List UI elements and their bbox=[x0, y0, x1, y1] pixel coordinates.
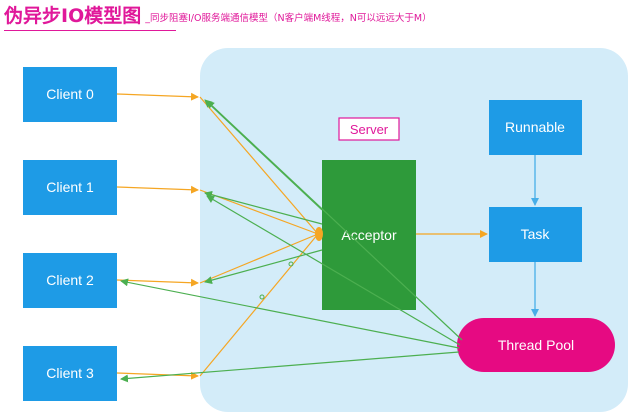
acceptor: Acceptor bbox=[322, 160, 416, 310]
request-line-3-acceptor bbox=[199, 233, 319, 377]
task: Task bbox=[489, 207, 582, 262]
task-label: Task bbox=[521, 226, 551, 242]
client-2-label: Client 2 bbox=[46, 272, 94, 288]
title: 伪异步IO模型图 _同步阻塞I/O服务端通信模型（N客户端M线程，N可以远远大于… bbox=[4, 4, 432, 28]
runnable: Runnable bbox=[489, 100, 582, 155]
acceptor-input-port bbox=[315, 227, 323, 241]
request-arrow-client-1 bbox=[116, 185, 199, 194]
runnable-label: Runnable bbox=[505, 119, 565, 135]
thread-pool: Thread Pool bbox=[457, 318, 615, 372]
title-underline bbox=[4, 30, 176, 31]
server-label-box bbox=[338, 117, 400, 141]
title-main: 伪异步IO模型图 bbox=[4, 5, 142, 27]
response-arrow-acceptor-0 bbox=[204, 99, 323, 211]
line-crossing-marker bbox=[259, 294, 265, 300]
client-0-label: Client 0 bbox=[46, 86, 94, 102]
response-arrow-acceptor-1 bbox=[204, 190, 323, 225]
client-3-label: Client 3 bbox=[46, 365, 94, 381]
client-0: Client 0 bbox=[23, 67, 117, 122]
request-arrow-client-2 bbox=[116, 278, 199, 287]
title-subtitle: _同步阻塞I/O服务端通信模型（N客户端M线程，N可以远远大于M） bbox=[145, 13, 432, 24]
client-1-label: Client 1 bbox=[46, 179, 94, 195]
line-crossing-marker bbox=[288, 261, 294, 267]
client-3: Client 3 bbox=[23, 346, 117, 401]
request-arrow-client-0 bbox=[116, 92, 199, 101]
client-1: Client 1 bbox=[23, 160, 117, 215]
request-arrow-client-3 bbox=[116, 371, 199, 380]
response-arrow-acceptor-2 bbox=[204, 249, 323, 285]
response-arrow-pool-2 bbox=[120, 278, 460, 349]
thread-pool-label: Thread Pool bbox=[498, 337, 574, 353]
acceptor-label: Acceptor bbox=[341, 227, 397, 243]
response-arrow-pool-0 bbox=[206, 100, 463, 341]
request-line-0-acceptor bbox=[199, 96, 319, 235]
response-arrow-pool-1 bbox=[206, 195, 461, 346]
request-line-2-acceptor bbox=[199, 233, 319, 284]
response-arrow-pool-3 bbox=[120, 351, 460, 383]
client-2: Client 2 bbox=[23, 253, 117, 308]
server-label: Server bbox=[350, 122, 389, 137]
